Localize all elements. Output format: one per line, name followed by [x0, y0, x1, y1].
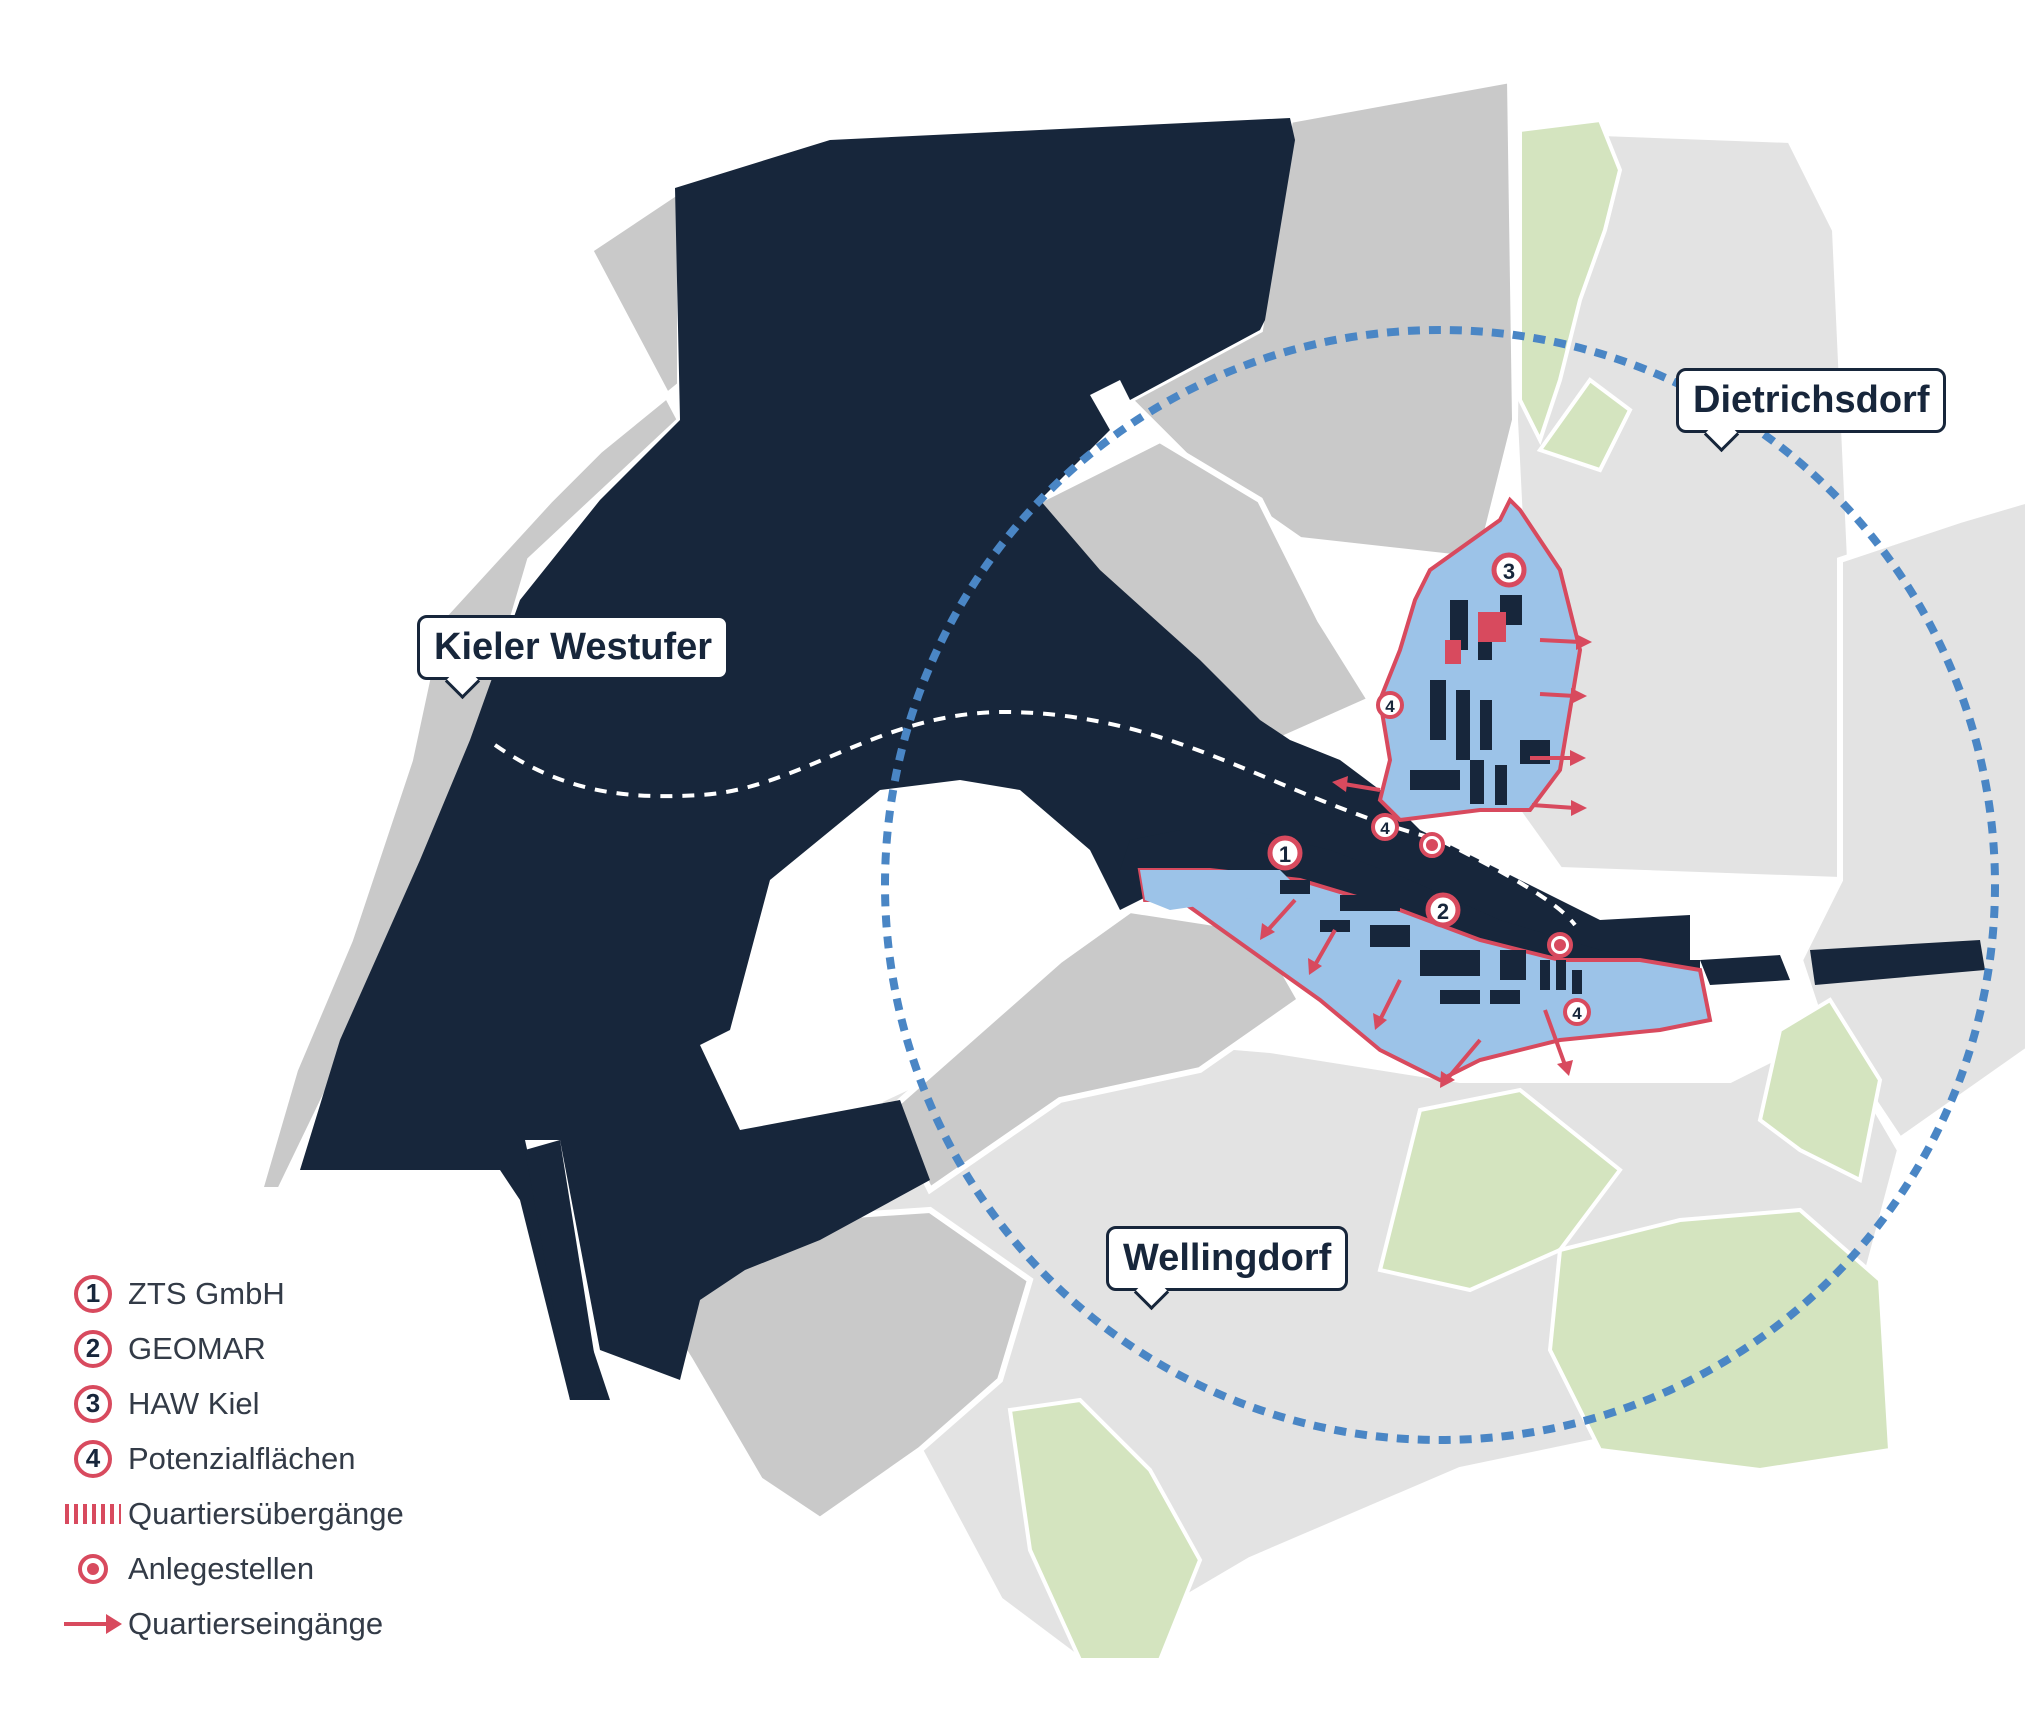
building [1430, 680, 1446, 740]
green-north-2 [1536, 377, 1633, 473]
marker-3-circle [1491, 552, 1527, 588]
arrowhead [1260, 923, 1275, 940]
legend-badge-4: 4 [74, 1439, 112, 1478]
green-east [1757, 997, 1883, 1183]
place-label-dietrichsdorf: Dietrichsdorf [1676, 368, 1947, 433]
entrance-arrow [1531, 803, 1576, 810]
channel-east-2 [1810, 940, 1985, 985]
building [1370, 925, 1410, 947]
marker-1-circle [1267, 835, 1303, 871]
building [1540, 960, 1550, 990]
legend-label: GEOMAR [128, 1330, 266, 1366]
marker-4a-circle [1376, 691, 1404, 719]
legend-label: Quartiersübergänge [128, 1495, 404, 1531]
legend-item: 2 GEOMAR [58, 1321, 404, 1376]
arrowhead [1576, 634, 1592, 650]
arrowhead [1570, 750, 1586, 766]
building [1572, 970, 1582, 994]
landing-dot-inner [1426, 839, 1438, 851]
arrowhead [1571, 688, 1587, 704]
marker-4c-circle [1563, 998, 1591, 1026]
map-legend: 1 ZTS GmbH 2 GEOMAR 3 HAW Kiel 4 Potenzi… [58, 1266, 404, 1651]
building [1340, 895, 1400, 911]
radius-circle [881, 326, 1999, 1444]
legend-label: Quartierseingänge [128, 1605, 384, 1641]
channel-east [1700, 955, 1790, 985]
marker-4c: 4 [1572, 1004, 1582, 1023]
building [1520, 740, 1550, 764]
pier-south [525, 1140, 600, 1400]
marker-4a: 4 [1385, 697, 1395, 716]
entrance-arrow [1266, 898, 1297, 932]
district-south-west [1140, 870, 1300, 910]
legend-item: 4 Potenzialflächen [58, 1431, 404, 1486]
legend-item: 3 HAW Kiel [58, 1376, 404, 1431]
marker-2: 2 [1437, 899, 1449, 924]
entrance-arrowheads [1260, 634, 1592, 1088]
arrowhead [1332, 776, 1348, 792]
building [1440, 990, 1480, 1004]
building [1320, 920, 1350, 932]
entrance-arrow [1343, 782, 1381, 792]
highlight-building [1478, 612, 1506, 642]
arrowhead [1373, 1013, 1387, 1030]
arrowhead [1557, 1060, 1573, 1076]
building [1470, 760, 1484, 804]
arrowhead [1308, 958, 1322, 975]
arrowhead [1571, 800, 1587, 816]
red-arrow-icon [64, 1613, 122, 1634]
building [1500, 950, 1526, 980]
markers: 1 2 3 4 4 4 [1267, 552, 1591, 1026]
building [1410, 770, 1460, 790]
legend-item: Anlegestellen [58, 1541, 404, 1596]
green-south-c [1007, 1397, 1203, 1662]
fjord-water [300, 118, 1690, 1400]
marker-4b: 4 [1380, 819, 1390, 838]
ferry-route [493, 709, 1577, 927]
striped-line-icon [65, 1503, 121, 1524]
entrance-arrow [1378, 979, 1402, 1021]
marker-4b-circle [1371, 813, 1399, 841]
landing-dot-inner [1554, 939, 1566, 951]
entrance-arrow [1446, 1038, 1482, 1080]
building [1556, 960, 1566, 990]
marker-2-circle [1425, 892, 1461, 928]
building [1490, 990, 1520, 1004]
building [1450, 600, 1468, 650]
legend-badge-2: 2 [74, 1329, 112, 1368]
entrance-arrows [1266, 638, 1581, 1080]
entrance-arrow [1539, 692, 1576, 698]
building [1480, 700, 1492, 750]
land-middle-strip [886, 906, 1304, 1195]
legend-badge-3: 3 [74, 1384, 112, 1423]
entrance-arrow [1543, 1009, 1567, 1066]
green-south-b [1547, 1207, 1893, 1473]
legend-item: Quartierseingänge [58, 1596, 404, 1651]
legend-label: HAW Kiel [128, 1385, 260, 1421]
marker-3: 3 [1503, 559, 1515, 584]
landing-dot-icon [78, 1553, 108, 1584]
legend-item: 1 ZTS GmbH [58, 1266, 404, 1321]
legend-label: Potenzialflächen [128, 1440, 356, 1476]
highlight-building [1445, 640, 1461, 664]
landing-stations [1419, 832, 1573, 958]
legend-item: Quartiersübergänge [58, 1486, 404, 1541]
marker-1: 1 [1279, 842, 1291, 867]
place-label-wellingdorf: Wellingdorf [1106, 1226, 1349, 1291]
building [1280, 880, 1310, 894]
building [1495, 765, 1507, 805]
legend-label: ZTS GmbH [128, 1275, 285, 1311]
building [1420, 950, 1480, 976]
legend-label: Anlegestellen [128, 1550, 315, 1586]
place-label-kieler-westufer: Kieler Westufer [417, 615, 730, 680]
building [1456, 690, 1470, 760]
legend-badge-1: 1 [74, 1274, 112, 1313]
arrowhead [1440, 1071, 1455, 1088]
green-north [1518, 117, 1623, 446]
entrance-arrow [1313, 929, 1337, 966]
entrance-arrow [1539, 638, 1581, 644]
